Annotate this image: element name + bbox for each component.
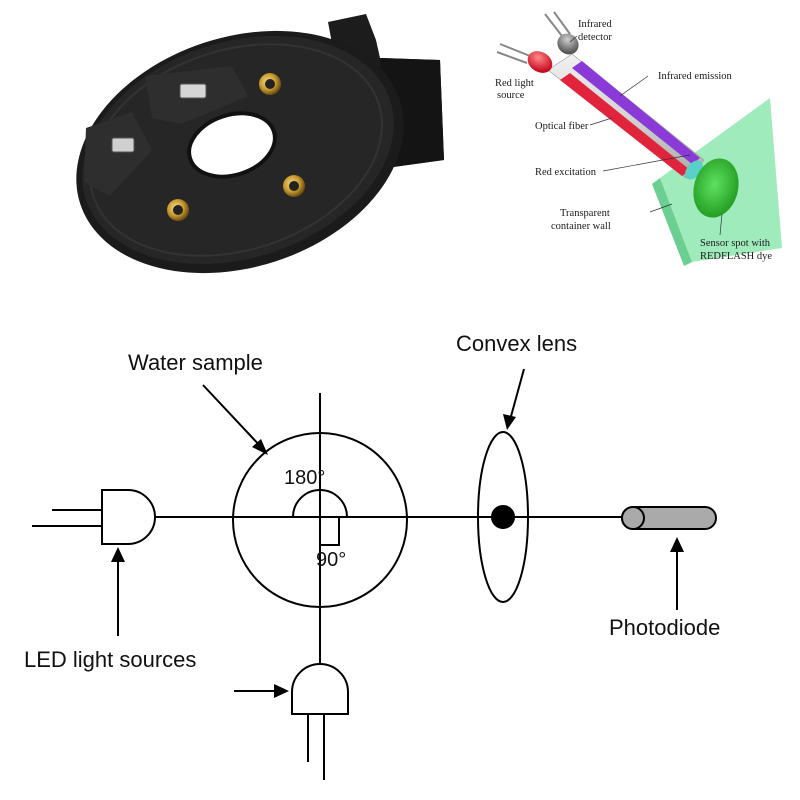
eyelet-hole-2 <box>289 181 299 191</box>
ir-beam <box>572 61 700 164</box>
leader-detector <box>569 35 578 43</box>
label-angle-90: 90° <box>316 549 346 571</box>
container-wall-edge <box>652 178 692 266</box>
label-infrared-1: Infrared <box>578 19 613 30</box>
arrowhead-water-sample <box>252 439 268 455</box>
plate-rim <box>89 43 383 257</box>
label-wall-2: container wall <box>551 221 611 232</box>
sensor-block-left <box>84 112 152 196</box>
arrowhead-led-bottom <box>274 684 289 698</box>
label-convex-lens: Convex lens <box>456 331 577 356</box>
center-hole-edge <box>187 111 277 179</box>
label-spot-2: REDFLASH dye <box>700 251 772 262</box>
bottom-led-icon <box>291 663 349 715</box>
eyelet-hole-3 <box>173 205 183 215</box>
label-led-sources: LED light sources <box>24 647 196 672</box>
angle-180-arc <box>292 489 348 518</box>
arrow-water-sample <box>202 384 263 449</box>
leader-red-excitation <box>602 154 691 172</box>
leader-container-wall <box>649 203 673 213</box>
leader-optical-fiber <box>589 117 613 126</box>
leader-sensor-spot <box>719 213 723 236</box>
left-led-icon <box>101 489 156 545</box>
sensor-spot <box>693 158 739 218</box>
angle-90-marker <box>320 516 340 546</box>
center-hole <box>189 113 275 177</box>
label-photodiode: Photodiode <box>609 615 720 640</box>
label-water-sample: Water sample <box>128 350 263 375</box>
label-spot-1: Sensor spot with <box>700 238 771 249</box>
label-infrared-2: detector <box>578 32 612 43</box>
label-red-light-1: Red light <box>495 78 534 89</box>
arrowhead-convex-lens <box>503 414 516 430</box>
arrowhead-photodiode <box>670 537 684 552</box>
leader-ir-emission <box>619 75 649 97</box>
sensor-chip-left <box>111 137 135 153</box>
red-led-icon <box>496 43 553 73</box>
focal-point-dot <box>491 505 515 529</box>
water-sample-circle <box>232 432 408 608</box>
eyelet-hole-1 <box>265 79 275 89</box>
label-wall-1: Transparent <box>560 208 610 219</box>
convex-lens <box>477 431 529 603</box>
arrowhead-led-left <box>111 547 125 562</box>
arrow-convex-lens <box>509 368 525 421</box>
red-beam <box>560 73 690 176</box>
label-optical-fiber: Optical fiber <box>535 121 589 132</box>
pickup-plate-photo <box>76 14 444 274</box>
fiber-sensor-illustration: Infrared detector Red light source Infra… <box>495 11 782 266</box>
label-infrared-emission: Infrared emission <box>658 71 733 82</box>
label-angle-180: 180° <box>284 467 325 489</box>
schematic-diagram <box>32 368 717 780</box>
label-red-excitation: Red excitation <box>535 167 597 178</box>
sensor-chip-top <box>179 83 207 99</box>
photodiode-end <box>621 506 645 530</box>
label-red-light-2: source <box>497 90 525 101</box>
